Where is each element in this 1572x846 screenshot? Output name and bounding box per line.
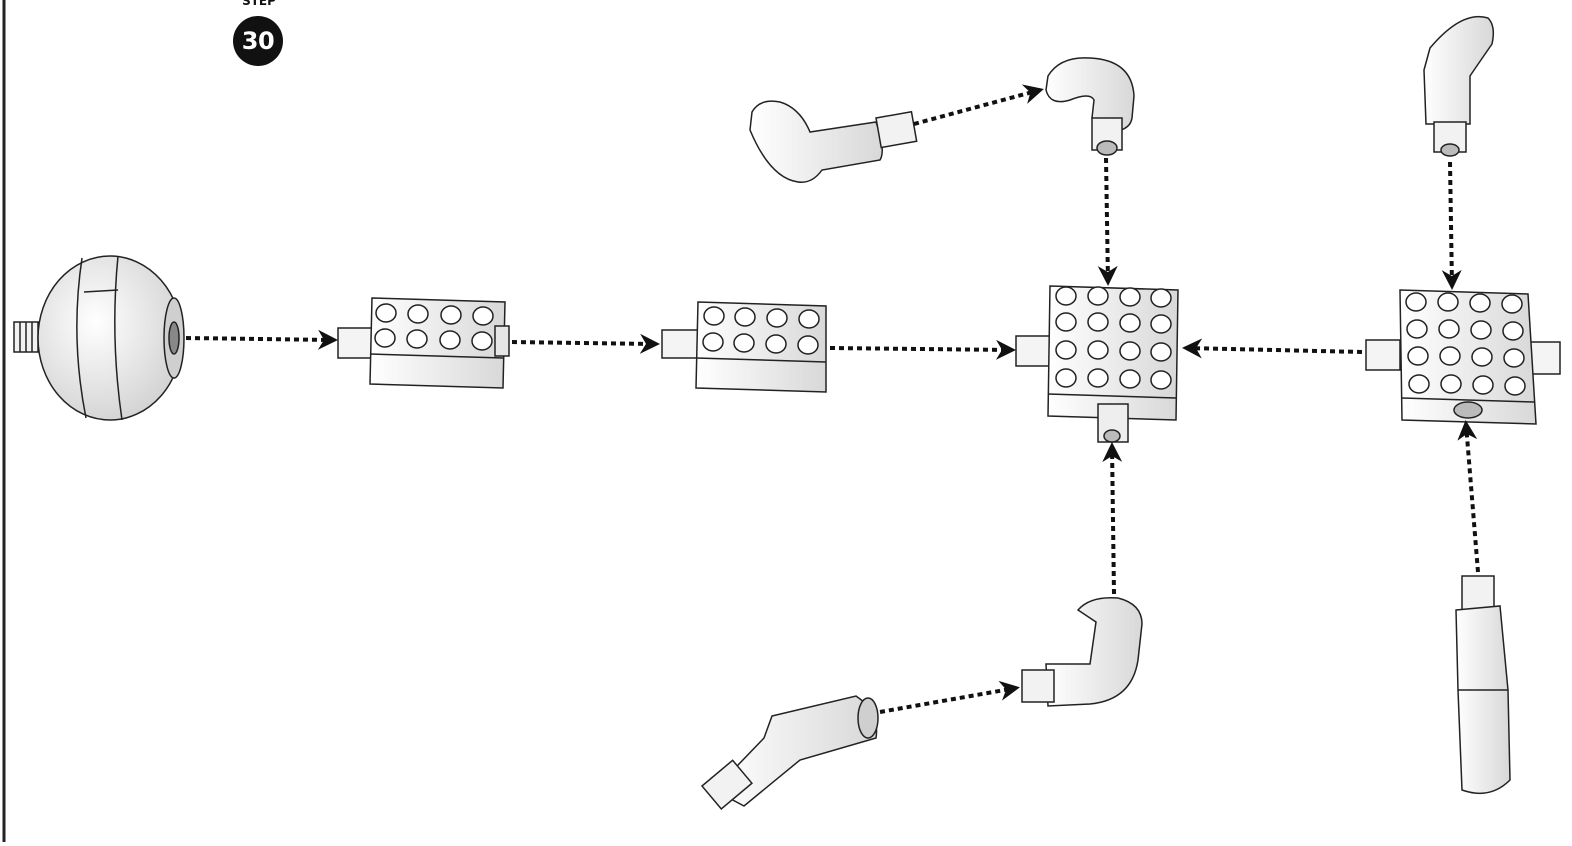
- arrow-sphere-to-brick: [185, 329, 338, 350]
- bent-tube-bottom: [700, 695, 879, 811]
- arrow-right-to-center: [1182, 338, 1363, 359]
- tube-bottom-right: [1455, 575, 1511, 795]
- step-label: STEP: [242, 0, 276, 8]
- brick-4x4-center: [1015, 285, 1179, 443]
- bent-tube-top: [749, 100, 918, 183]
- arrow-top-tube-to-elbow: [913, 84, 1044, 126]
- arrow-bottom-right-tube-up: [1457, 420, 1480, 573]
- arrow-brick-b-to-center: [829, 339, 1016, 360]
- sphere-part: [13, 255, 185, 421]
- arrow-top-right-elbow-down: [1441, 161, 1462, 290]
- brick-2x4-a: [337, 297, 510, 389]
- step-number-badge: 30: [233, 16, 283, 66]
- arrow-brick-a-to-brick-b: [511, 333, 660, 354]
- brick-4x4-right: [1365, 289, 1561, 425]
- brick-2x4-b: [661, 301, 827, 393]
- arrow-bottom-elbow-up: [1102, 442, 1123, 595]
- arrow-elbow-to-center: [1097, 157, 1118, 286]
- arrows-layer: [185, 84, 1480, 714]
- elbow-top: [1045, 57, 1135, 156]
- arrow-bottom-tube-to-elbow: [879, 680, 1020, 714]
- elbow-top-right: [1423, 15, 1495, 157]
- elbow-bottom: [1021, 597, 1143, 707]
